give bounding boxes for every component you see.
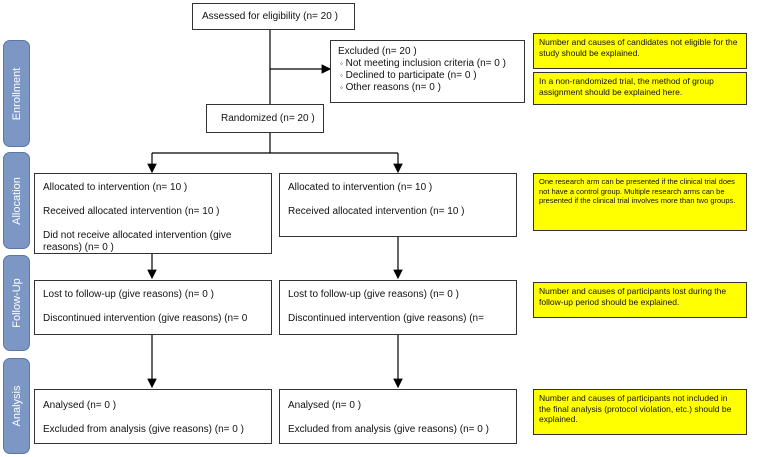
note-lost-followup-text: Number and causes of participants lost d… [539,286,727,307]
excluded-item: ◦ Not meeting inclusion criteria (n= 0 ) [338,58,524,70]
analysis-right-box: Analysed (n= 0 ) Excluded from analysis … [279,389,517,444]
note-not-analysed-text: Number and causes of participants not in… [539,393,732,424]
phase-enrollment: Enrollment [3,40,30,147]
excluded-item-text: Declined to participate (n= 0 ) [345,70,477,81]
randomized-text: Randomized (n= 20 ) [221,113,315,124]
note-not-analysed: Number and causes of participants not in… [533,389,747,435]
excluded-title: Excluded (n= 20 ) [338,46,417,57]
followup-left-line1: Lost to follow-up (give reasons) (n= 0 ) [43,289,214,300]
analysis-right-line2: Excluded from analysis (give reasons) (n… [288,424,489,435]
phase-analysis: Analysis [3,358,30,454]
analysis-right-line1: Analysed (n= 0 ) [288,400,362,411]
allocation-right-line1: Allocated to intervention (n= 10 ) [288,182,433,193]
excluded-box: Excluded (n= 20 ) ◦ Not meeting inclusio… [330,40,525,103]
allocation-left-line3: Did not receive allocated intervention (… [43,230,232,253]
note-lost-followup: Number and causes of participants lost d… [533,282,747,318]
phase-allocation-label: Allocation [10,176,23,225]
assessed-box: Assessed for eligibility (n= 20 ) [192,3,355,30]
phase-followup-label: Follow-Up [10,278,23,328]
phase-enrollment-label: Enrollment [10,67,23,120]
followup-right-line1: Lost to follow-up (give reasons) (n= 0 ) [288,289,459,300]
excluded-item-text: Other reasons (n= 0 ) [345,82,441,93]
note-non-randomized-text: In a non-randomized trial, the method of… [539,76,714,97]
bullet-icon: ◦ [340,59,343,68]
analysis-left-box: Analysed (n= 0 ) Excluded from analysis … [34,389,272,444]
allocation-left-box: Allocated to intervention (n= 10 ) Recei… [34,173,272,254]
excluded-item: ◦ Declined to participate (n= 0 ) [338,70,524,82]
excluded-item-text: Not meeting inclusion criteria (n= 0 ) [345,58,506,69]
bullet-icon: ◦ [340,83,343,92]
note-not-eligible: Number and causes of candidates not elig… [533,33,747,69]
analysis-left-line1: Analysed (n= 0 ) [43,400,117,411]
allocation-right-line2: Received allocated intervention (n= 10 ) [288,206,465,217]
allocation-left-line1: Allocated to intervention (n= 10 ) [43,182,188,193]
allocation-right-box: Allocated to intervention (n= 10 ) Recei… [279,173,517,237]
analysis-left-line2: Excluded from analysis (give reasons) (n… [43,424,244,435]
followup-left-box: Lost to follow-up (give reasons) (n= 0 )… [34,280,272,335]
followup-right-box: Lost to follow-up (give reasons) (n= 0 )… [279,280,517,335]
randomized-box: Randomized (n= 20 ) [206,104,324,133]
excluded-item: ◦ Other reasons (n= 0 ) [338,82,524,94]
note-non-randomized: In a non-randomized trial, the method of… [533,72,747,105]
followup-right-line2: Discontinued intervention (give reasons)… [288,313,484,324]
allocation-left-line2: Received allocated intervention (n= 10 ) [43,206,220,217]
phase-followup: Follow-Up [3,255,30,351]
assessed-text: Assessed for eligibility (n= 20 ) [202,11,338,22]
note-not-eligible-text: Number and causes of candidates not elig… [539,37,738,58]
note-research-arms-text: One research arm can be presented if the… [539,177,736,205]
phase-analysis-label: Analysis [10,385,23,427]
phase-allocation: Allocation [3,152,30,249]
bullet-icon: ◦ [340,71,343,80]
note-research-arms: One research arm can be presented if the… [533,173,747,231]
followup-left-line2: Discontinued intervention (give reasons)… [43,313,248,324]
